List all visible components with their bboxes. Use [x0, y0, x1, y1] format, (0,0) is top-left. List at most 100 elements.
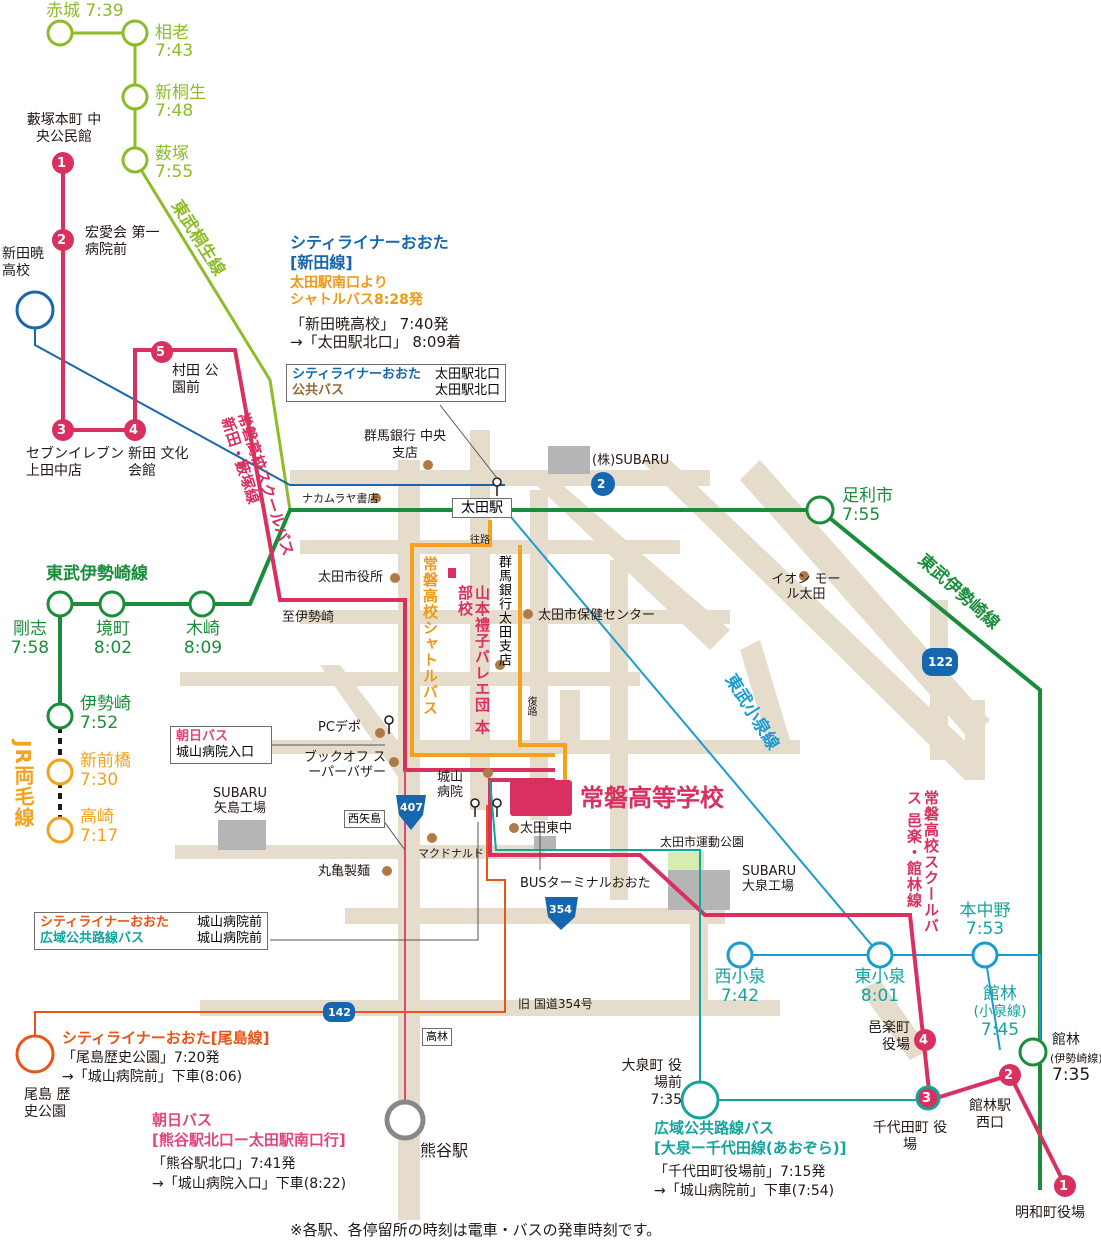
- box-shiroyama-stops: シティライナーおおた城山病院前 広域公共路線バス城山病院前: [34, 912, 268, 950]
- sports-park: [668, 852, 704, 870]
- label-aeon: イオン モール太田: [771, 572, 841, 602]
- label-higashikoizumi-name: 東小泉: [854, 967, 906, 987]
- road: [560, 690, 580, 750]
- stop-tatebayashi-nishi: 館林駅 西口: [969, 1098, 1011, 1131]
- ojima-arr: →「城山病院前」下車(8:06): [62, 1069, 243, 1085]
- label-shinkiryu-time: 7:48: [155, 101, 194, 121]
- box-ota-l2: 公共バス: [292, 383, 345, 398]
- label-honnakano-name: 本中野: [959, 901, 1011, 921]
- label-bus-terminal: BUSターミナルおおた: [520, 876, 651, 891]
- stop-kouaikai: 宏愛会 第一病院前: [85, 225, 160, 258]
- station-shinkiryu: [121, 83, 149, 111]
- line-label-jr-ryomo: JR両毛線: [11, 740, 35, 828]
- school-bus-nitta-route: [61, 165, 555, 772]
- stop-yabuzuka-honmachi: 藪塚本町 中央公民館: [26, 112, 102, 145]
- road: [175, 845, 545, 859]
- label-ashikaga-name: 足利市: [842, 486, 893, 506]
- station-akagi: [46, 19, 74, 47]
- label-koizumi-tatebayashi-time: 7:45: [980, 1020, 1020, 1040]
- stop-nitta-akatsuki-label: 新田暁 高校: [2, 246, 44, 279]
- stop-ora: 邑楽町 役場: [868, 1020, 910, 1053]
- route-122-shield: [922, 648, 958, 676]
- label-subaru-yajima: SUBARU 矢島工場: [212, 786, 268, 816]
- box-shiroyama-l2: 広域公共路線バス: [40, 931, 145, 946]
- cityliner-nitta-arr: →「太田駅北口」 8:09着: [290, 333, 462, 351]
- landmark-dots: [371, 460, 809, 876]
- label-subaru-hq: (株)SUBARU: [592, 453, 670, 468]
- box-shiroyama-l1: シティライナーおおた: [40, 915, 169, 930]
- label-ashikaga-time: 7:55: [842, 505, 881, 525]
- road: [300, 610, 730, 624]
- kouiki-subtitle: [大泉ー千代田線(あおぞら)]: [654, 1139, 847, 1157]
- station-kizaki: [188, 590, 216, 618]
- route-407-shield: [396, 795, 426, 830]
- asahi-dep: 「熊谷駅北口」7:41発: [152, 1156, 296, 1172]
- label-ota-higashinaka: 太田東中: [520, 821, 573, 836]
- stop-nitta-bunka: 新田 文化会館: [128, 446, 189, 479]
- shuttle-route: [410, 520, 567, 780]
- label-gunma-bank: 群馬銀行 中央支店: [363, 429, 447, 461]
- cityliner-shuttle-note: 太田駅南口より: [290, 275, 388, 291]
- box-asahi-r1: 城山病院入口: [176, 745, 255, 760]
- station-goshi: [46, 590, 74, 618]
- bus-stop-pins: [384, 477, 502, 817]
- station-higashikoizumi: [866, 941, 894, 969]
- road: [520, 470, 730, 650]
- label-iseiki: 至伊勢崎: [282, 610, 335, 625]
- road: [610, 560, 628, 900]
- kouiki-stop: 大泉町 役場前 7:35: [621, 1058, 682, 1108]
- label-tatebayashi-name: 館林: [1052, 1032, 1080, 1048]
- ojima-stop: 尾島 歴史公園: [24, 1087, 71, 1120]
- station-tatebayashi-isesaki: [1018, 1037, 1048, 1067]
- route-142-label: 142: [328, 1006, 351, 1019]
- label-yabuzuka-time: 7:55: [155, 162, 194, 182]
- label-outbound: 往路: [470, 535, 490, 546]
- label-marugame: 丸亀製麺: [318, 864, 371, 879]
- ojima-route: [34, 805, 506, 1050]
- ojima-title: シティライナーおおた[尾島線]: [62, 1029, 270, 1047]
- label-shinmaebashi-name: 新前橋: [80, 751, 131, 771]
- cityliner-shuttle-time: シャトルバス8:28発: [290, 292, 423, 308]
- stop-num-2: 2: [57, 233, 67, 248]
- box-shiroyama-r2: 城山病院前: [196, 931, 262, 946]
- cityliner-nitta-dep: 「新田暁高校」 7:40発: [290, 315, 449, 333]
- label-nishikoizumi-name: 西小泉: [714, 967, 766, 987]
- station-sakaimachi: [98, 590, 126, 618]
- label-takasaki-time: 7:17: [80, 826, 119, 846]
- label-school-bus-oura: 常磐高校スクールバス 邑楽・館林線: [905, 790, 940, 934]
- label-aioi-time: 7:43: [155, 41, 194, 61]
- label-honnakano-time: 7:53: [965, 919, 1005, 939]
- label-goshi-time: 7:58: [10, 638, 50, 658]
- box-ota-r1: 太田駅北口: [434, 367, 500, 382]
- box-shiroyama-r1: 城山病院前: [196, 915, 262, 930]
- road: [345, 908, 725, 924]
- label-isesaki-name: 伊勢崎: [80, 694, 131, 714]
- label-shuttle: 常磐高校シャトルバス: [421, 556, 439, 716]
- asahi-title: 朝日バス: [152, 1111, 213, 1129]
- stop-oizumi-yakuba: [680, 1080, 720, 1120]
- station-takasaki: [46, 816, 74, 844]
- station-shinmaebashi: [46, 758, 74, 786]
- label-tatebayashi-sub: (伊勢崎線): [1050, 1052, 1101, 1065]
- stop-nitta-akatsuki: [15, 290, 55, 330]
- stop-num-o3: 3: [922, 1091, 932, 1106]
- label-isesaki-time: 7:52: [80, 713, 119, 733]
- road: [640, 460, 985, 780]
- station-nishikoizumi: [726, 941, 754, 969]
- subaru-yajima-building: [218, 820, 266, 850]
- label-bookoff: ブックオフ スーパーバザー: [303, 750, 386, 780]
- school-bus-oura-route: [488, 778, 1067, 1186]
- kouiki-dep: 「千代田町役場前」7:15発: [654, 1164, 826, 1180]
- school-bus-stops: [52, 152, 1076, 1197]
- stations: [15, 19, 1048, 1141]
- tobu-koizumi-line: [504, 509, 881, 956]
- stop-num-o1: 1: [1059, 1179, 1069, 1194]
- route-2-shield: [591, 472, 615, 496]
- label-old-route: 旧 国道354号: [518, 997, 593, 1011]
- road: [320, 665, 420, 780]
- route-2-label: 2: [597, 477, 606, 491]
- stop-num-o2: 2: [1004, 1068, 1014, 1083]
- ballet-marker: [448, 568, 456, 578]
- station-honnakano: [971, 941, 999, 969]
- station-isesaki: [46, 702, 74, 730]
